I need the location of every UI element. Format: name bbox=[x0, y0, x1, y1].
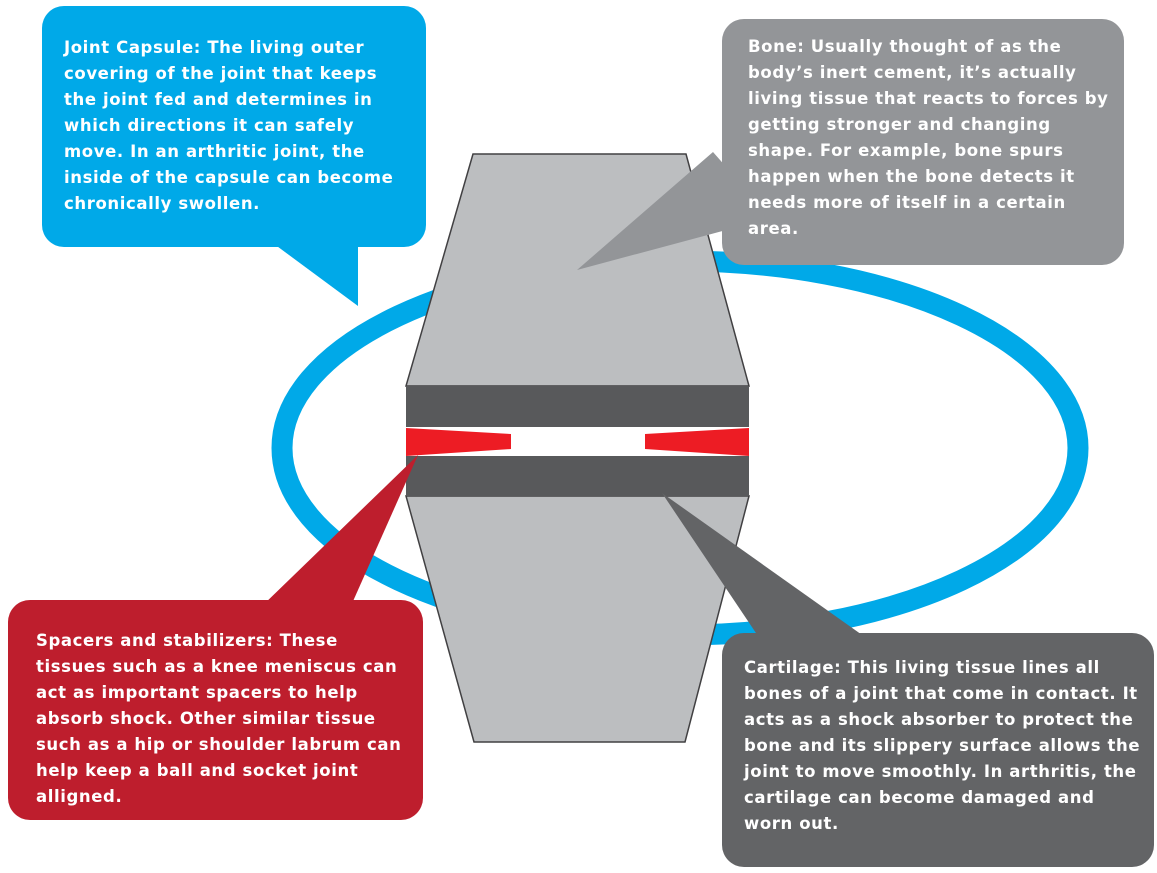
cartilage-callout-text: Cartilage: This living tissue lines all … bbox=[744, 658, 1141, 833]
lower-cartilage bbox=[406, 456, 749, 496]
joint-capsule-callout: Joint Capsule: The living outer covering… bbox=[42, 6, 426, 247]
bone-callout: Bone: Usually thought of as the body’s i… bbox=[722, 19, 1124, 265]
spacers-callout: Spacers and stabilizers: These tissues s… bbox=[8, 600, 423, 820]
cartilage-callout-pointer bbox=[662, 493, 872, 642]
joint-capsule-callout-text: Joint Capsule: The living outer covering… bbox=[64, 38, 394, 213]
spacers-callout-pointer bbox=[260, 455, 418, 608]
right-spacer bbox=[645, 428, 749, 456]
left-spacer bbox=[406, 428, 511, 456]
upper-cartilage bbox=[406, 386, 749, 427]
bone-callout-text: Bone: Usually thought of as the body’s i… bbox=[748, 37, 1109, 238]
capsule-callout-pointer bbox=[266, 238, 358, 306]
spacers-callout-text: Spacers and stabilizers: These tissues s… bbox=[36, 631, 402, 806]
cartilage-callout: Cartilage: This living tissue lines all … bbox=[722, 633, 1154, 867]
